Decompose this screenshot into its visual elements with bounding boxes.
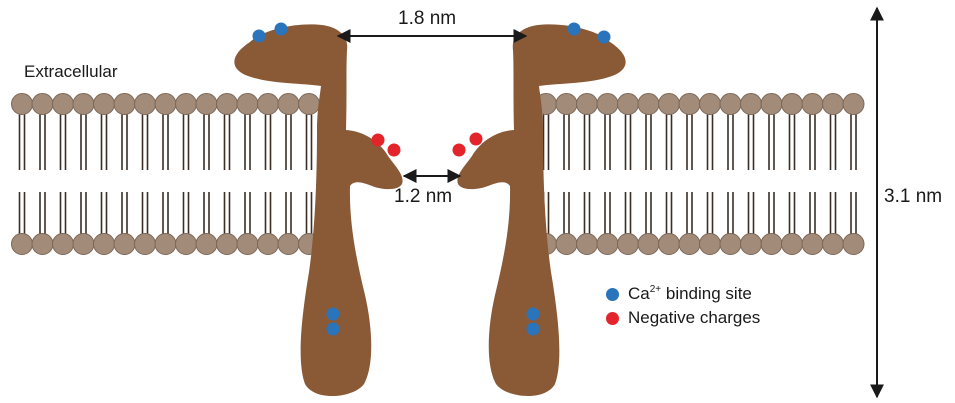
lipid-head (155, 94, 176, 115)
lipid-head (659, 234, 680, 255)
lipid-head (741, 234, 762, 255)
lipid-head (638, 94, 659, 115)
top-width-label: 1.8 nm (398, 8, 456, 30)
ca-binding-site-dot (527, 323, 540, 336)
lipid-head (32, 234, 53, 255)
lipid-head (53, 234, 74, 255)
ca-binding-site-dot (253, 30, 266, 43)
lipid-head (597, 94, 618, 115)
lipid-head (176, 234, 197, 255)
ca-binding-site-dot (327, 323, 340, 336)
lipid-head (94, 94, 115, 115)
lipid-head (761, 234, 782, 255)
lipid-head (53, 94, 74, 115)
lipid-head (278, 94, 299, 115)
lipid-head (135, 94, 156, 115)
lipid-head (700, 234, 721, 255)
ca-binding-site-dot (598, 31, 611, 44)
channel-protein (234, 24, 625, 396)
lipid-head (720, 94, 741, 115)
lipid-heads (12, 94, 865, 255)
lipid-head (237, 234, 258, 255)
ca-binding-site-dot (568, 23, 581, 36)
lipid-head (217, 94, 238, 115)
lipid-head (802, 94, 823, 115)
lipid-head (638, 234, 659, 255)
negative-charge-dot (388, 144, 401, 157)
negative-charges (372, 133, 483, 157)
lipid-head (94, 234, 115, 255)
lipid-head (278, 234, 299, 255)
lipid-head (823, 94, 844, 115)
lipid-head (741, 94, 762, 115)
ca-binding-site-dot (327, 308, 340, 321)
lipid-head (196, 234, 217, 255)
negative-charge-dot (372, 134, 385, 147)
lipid-head (782, 94, 803, 115)
lipid-head (176, 94, 197, 115)
height-label: 3.1 nm (884, 186, 942, 208)
lipid-head (761, 94, 782, 115)
extracellular-label: Extracellular (24, 62, 118, 82)
lipid-head (258, 234, 279, 255)
lipid-head (12, 234, 33, 255)
legend-item-negative-charges: Negative charges (606, 306, 760, 330)
lipid-head (114, 94, 135, 115)
lipid-head (843, 94, 864, 115)
lipid-bilayer (12, 94, 865, 255)
lipid-head (618, 234, 639, 255)
legend-item-binding-site: Ca2+ binding site (606, 282, 760, 306)
lipid-head (73, 234, 94, 255)
pore-width-label: 1.2 nm (394, 186, 452, 208)
lipid-head (843, 234, 864, 255)
negative-charge-legend-label: Negative charges (628, 308, 760, 328)
lipid-head (782, 234, 803, 255)
lipid-head (217, 234, 238, 255)
lipid-head (155, 234, 176, 255)
ca-binding-site-dot (275, 23, 288, 36)
lipid-head (556, 94, 577, 115)
lipid-head (237, 94, 258, 115)
lipid-head (679, 234, 700, 255)
lipid-head (597, 234, 618, 255)
lipid-head (802, 234, 823, 255)
lipid-head (196, 94, 217, 115)
lipid-head (577, 94, 598, 115)
lipid-head (618, 94, 639, 115)
ca-binding-site-dot (527, 308, 540, 321)
protein-left-subunit (234, 24, 402, 396)
negative-charge-dot (470, 133, 483, 146)
lipid-head (823, 234, 844, 255)
lipid-head (12, 94, 33, 115)
lipid-head (700, 94, 721, 115)
lipid-head (32, 94, 53, 115)
protein-right-subunit (457, 24, 625, 396)
lipid-head (659, 94, 680, 115)
legend: Ca2+ binding site Negative charges (606, 282, 760, 330)
lipid-head (720, 234, 741, 255)
lipid-head (577, 234, 598, 255)
negative-charge-dot (453, 144, 466, 157)
lipid-head (299, 94, 320, 115)
negative-charge-legend-dot (606, 312, 619, 325)
binding-site-legend-label: Ca2+ binding site (628, 284, 752, 304)
lipid-head (114, 234, 135, 255)
lipid-head (556, 234, 577, 255)
lipid-tails (20, 115, 857, 234)
lipid-head (258, 94, 279, 115)
lipid-head (679, 94, 700, 115)
lipid-head (73, 94, 94, 115)
binding-site-legend-dot (606, 288, 619, 301)
lipid-head (135, 234, 156, 255)
